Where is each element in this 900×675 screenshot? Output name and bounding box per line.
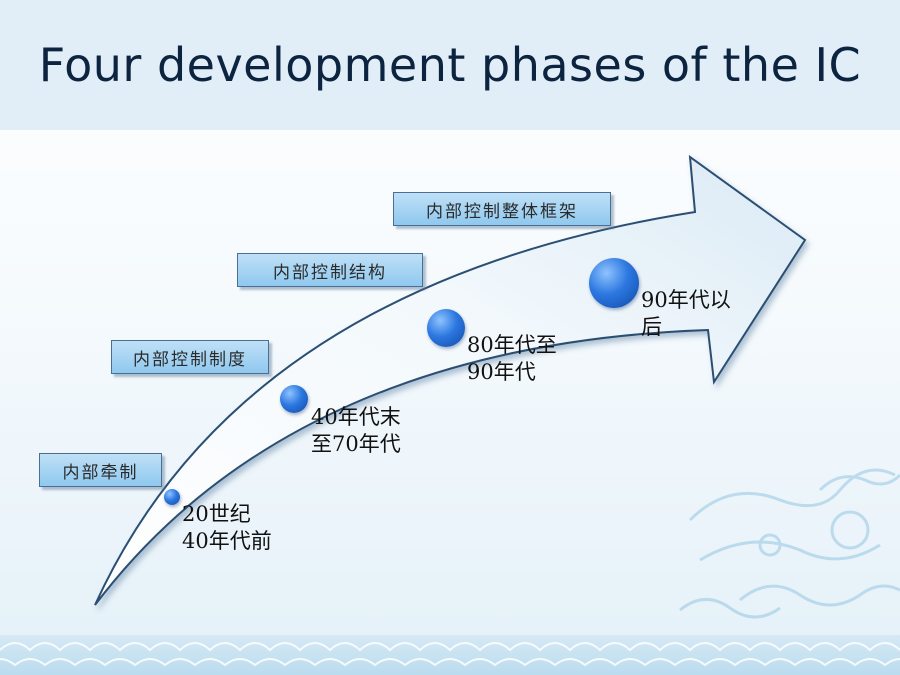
phase-box-3: 内部控制结构 [237, 253, 423, 287]
phase-dot-4 [589, 258, 639, 308]
phase-box-4: 内部控制整体框架 [393, 192, 611, 226]
phase-box-1: 内部牵制 [39, 453, 162, 487]
slide-title: Four development phases of the IC [38, 38, 862, 92]
phase-box-2: 内部控制制度 [111, 340, 269, 374]
phase-era-1: 20世纪 40年代前 [182, 502, 272, 553]
phase-era-2: 40年代末 至70年代 [311, 405, 401, 456]
title-band [0, 0, 900, 130]
phase-dot-2 [280, 385, 308, 413]
phase-era-3: 80年代至 90年代 [467, 333, 557, 384]
dragon-decoration-icon [679, 468, 900, 619]
phase-dot-3 [427, 309, 465, 347]
phase-era-4: 90年代以 后 [641, 288, 731, 339]
phase-dot-1 [164, 489, 180, 505]
